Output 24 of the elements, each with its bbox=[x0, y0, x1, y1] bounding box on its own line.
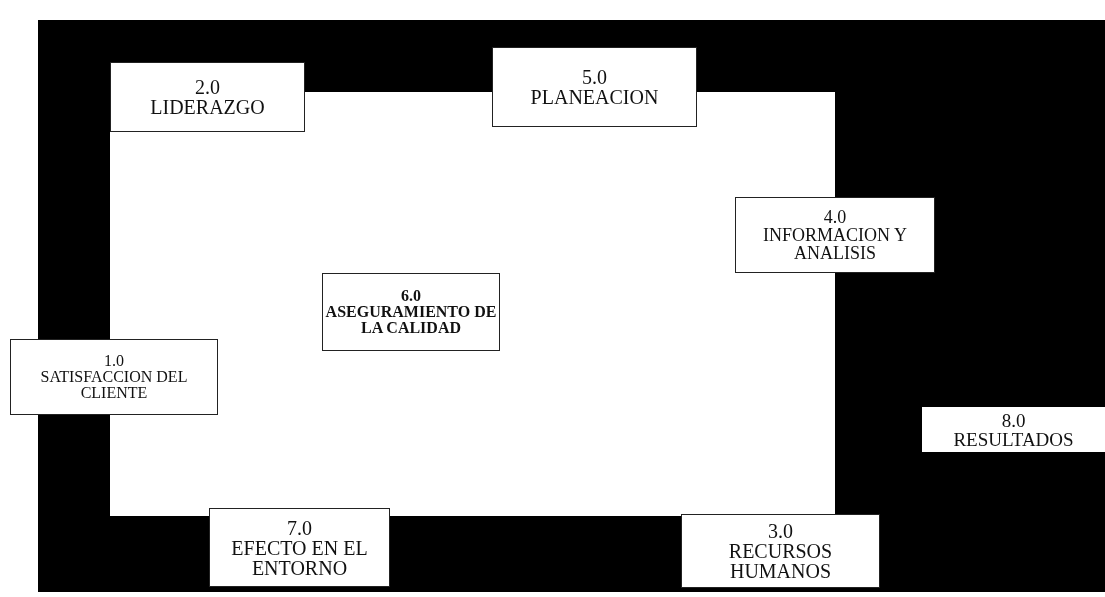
section-title: RECURSOS HUMANOS bbox=[727, 541, 834, 581]
label-box bbox=[922, 407, 1105, 452]
section-title: ASEGURAMIENTO DE LA CALIDAD bbox=[324, 304, 498, 336]
label-box bbox=[209, 508, 390, 587]
label-box bbox=[492, 47, 697, 127]
section-number: 4.0 bbox=[823, 208, 847, 226]
label-box bbox=[735, 197, 935, 273]
section-title: EFECTO EN EL ENTORNO bbox=[230, 537, 369, 578]
section-number: 7.0 bbox=[287, 517, 312, 538]
section-number: 8.0 bbox=[1001, 410, 1026, 430]
section-title: INFORMACION Y ANALISIS bbox=[762, 226, 908, 262]
label-box bbox=[10, 339, 218, 415]
label-box bbox=[681, 514, 880, 588]
section-number: 6.0 bbox=[401, 288, 421, 304]
section-title: SATISFACCION DEL CLIENTE bbox=[39, 369, 189, 401]
section-number: 1.0 bbox=[104, 353, 124, 369]
section-title: RESULTADOS bbox=[953, 429, 1074, 449]
section-title: PLANEACION bbox=[530, 87, 659, 107]
section-number: 2.0 bbox=[195, 77, 220, 97]
section-number: 3.0 bbox=[768, 521, 793, 541]
section-title: LIDERAZGO bbox=[150, 97, 265, 117]
label-box bbox=[110, 62, 305, 132]
label-box bbox=[322, 273, 500, 351]
section-number: 5.0 bbox=[582, 67, 607, 87]
